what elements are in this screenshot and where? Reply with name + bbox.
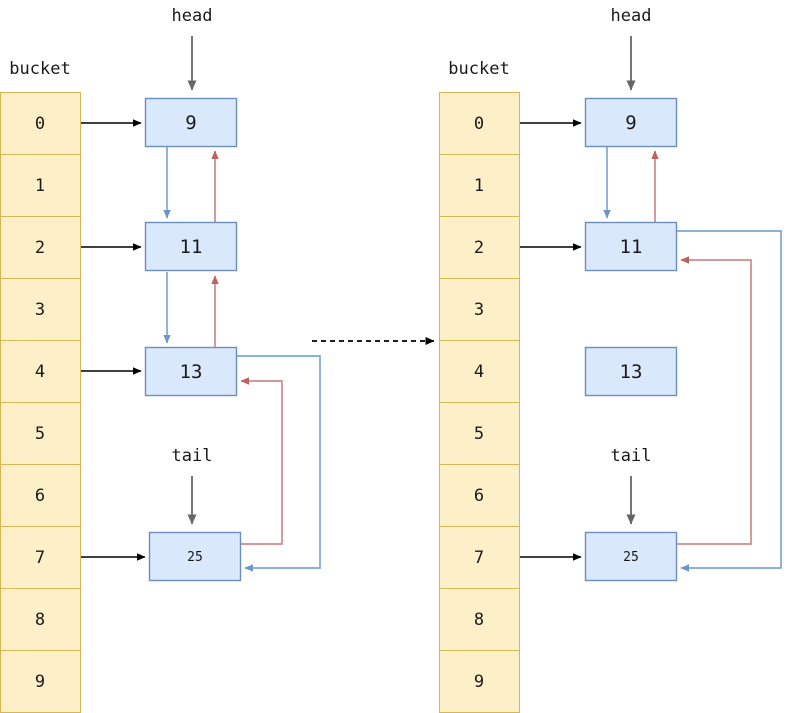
bucket-table-left: 0 1 2 3 4 5 6 7 8 9 xyxy=(0,92,81,713)
node-25-right[interactable]: 25 xyxy=(584,531,678,582)
bucket-cell-right-label-4: 4 xyxy=(474,362,484,382)
bucket-caption-left: bucket xyxy=(9,59,70,79)
bucket-cell-right-label-2: 2 xyxy=(474,238,484,258)
bucket-cell-right-7[interactable] xyxy=(439,526,520,589)
bucket-cell-label-6: 6 xyxy=(35,486,45,506)
node-25-right-value: 25 xyxy=(623,550,639,565)
bucket-cell-right-label-7: 7 xyxy=(474,548,484,568)
bucket-cell-5[interactable] xyxy=(0,402,81,465)
head-label-left: head xyxy=(172,6,213,26)
bucket-cell-right-4[interactable] xyxy=(439,340,520,403)
bucket-cell-right-9[interactable] xyxy=(439,650,520,713)
bucket-cell-2[interactable] xyxy=(0,216,81,279)
panel-before: bucket 0 1 2 3 4 5 6 7 xyxy=(0,6,321,713)
node-13-right-detached[interactable]: 13 xyxy=(584,346,678,397)
panel-after: bucket 0 1 2 3 4 5 6 7 xyxy=(439,6,782,713)
node-9-left[interactable]: 9 xyxy=(144,97,238,148)
bucket-cell-right-1[interactable] xyxy=(439,154,520,217)
bucket-cell-right-0[interactable] xyxy=(439,92,520,155)
bucket-cell-right-label-0: 0 xyxy=(474,114,484,134)
bucket-cell-right-label-8: 8 xyxy=(474,610,484,630)
node-25-left[interactable]: 25 xyxy=(148,531,242,582)
bucket-cell-7[interactable] xyxy=(0,526,81,589)
node-13-left[interactable]: 13 xyxy=(144,346,238,397)
bucket-caption-right: bucket xyxy=(448,59,509,79)
bucket-cell-label-0: 0 xyxy=(35,114,45,134)
node-11-right[interactable]: 11 xyxy=(584,221,678,272)
bucket-cell-9[interactable] xyxy=(0,650,81,713)
bucket-cell-label-2: 2 xyxy=(35,238,45,258)
bucket-cell-label-3: 3 xyxy=(35,300,45,320)
bucket-cell-right-6[interactable] xyxy=(439,464,520,527)
node-13-right-value: 13 xyxy=(620,361,643,383)
next-pointer-13-to-25-left xyxy=(237,355,321,572)
bucket-table-right: 0 1 2 3 4 5 6 7 8 9 xyxy=(439,92,520,713)
bucket-cell-label-5: 5 xyxy=(35,424,45,444)
prev-pointer-25-to-13-left xyxy=(240,377,283,545)
node-9-left-value: 9 xyxy=(185,112,196,134)
node-13-left-value: 13 xyxy=(180,361,203,383)
bucket-cell-label-8: 8 xyxy=(35,610,45,630)
bucket-cell-right-8[interactable] xyxy=(439,588,520,651)
bucket-cell-label-4: 4 xyxy=(35,362,45,382)
bucket-cell-1[interactable] xyxy=(0,154,81,217)
head-label-right: head xyxy=(611,6,652,26)
node-25-left-value: 25 xyxy=(187,550,203,565)
bucket-cell-label-7: 7 xyxy=(35,548,45,568)
next-pointer-11-to-25-right xyxy=(677,230,782,572)
bucket-cell-right-label-9: 9 xyxy=(474,672,484,692)
bucket-cell-3[interactable] xyxy=(0,278,81,341)
node-9-right-value: 9 xyxy=(625,112,636,134)
bucket-cell-right-5[interactable] xyxy=(439,402,520,465)
bucket-cell-0[interactable] xyxy=(0,92,81,155)
node-11-left-value: 11 xyxy=(180,236,203,258)
bucket-cell-right-3[interactable] xyxy=(439,278,520,341)
tail-label-right: tail xyxy=(611,446,652,466)
node-9-right[interactable]: 9 xyxy=(584,97,678,148)
prev-pointer-25-to-11-right xyxy=(677,256,752,545)
node-11-left[interactable]: 11 xyxy=(144,221,238,272)
bucket-cell-label-9: 9 xyxy=(35,672,45,692)
node-11-right-value: 11 xyxy=(620,236,643,258)
tail-label-left: tail xyxy=(172,446,213,466)
bucket-cell-label-1: 1 xyxy=(35,176,45,196)
bucket-cell-right-label-3: 3 xyxy=(474,300,484,320)
bucket-cell-right-label-1: 1 xyxy=(474,176,484,196)
bucket-cell-right-label-5: 5 xyxy=(474,424,484,444)
bucket-cell-right-label-6: 6 xyxy=(474,486,484,506)
